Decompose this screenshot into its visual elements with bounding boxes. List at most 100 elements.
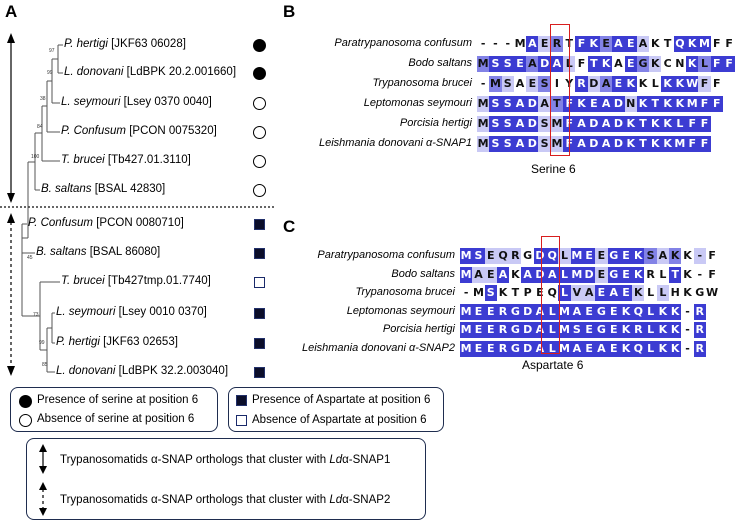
tree-leaf: P. hertigi [JKF63 02653]: [56, 336, 178, 348]
residue-cell: F: [705, 266, 719, 283]
residue-cell: S: [644, 248, 657, 264]
residue-cell: E: [484, 266, 497, 283]
residue-cell: S: [501, 116, 514, 132]
residue-cell: R: [693, 303, 706, 320]
alignment-species-label: Leptomonas seymouri: [363, 97, 472, 109]
residue-cell: F: [698, 116, 711, 132]
residue-cell: N: [673, 56, 687, 72]
residue-cell: L: [558, 285, 571, 301]
residue-cell: L: [656, 285, 670, 301]
residue-cell: M: [477, 136, 490, 152]
residue-cell: K: [649, 136, 662, 152]
serine-absent-legend-icon: [19, 414, 32, 427]
residue-cell: K: [509, 266, 522, 283]
residue-cell: T: [669, 266, 682, 283]
residue-cell: F: [698, 96, 711, 112]
residue-cell: F: [698, 76, 711, 92]
residue-cell: A: [513, 116, 527, 132]
residue-cell: A: [570, 303, 583, 320]
residue-cell: H: [669, 285, 682, 301]
residue-cell: A: [656, 248, 670, 264]
residue-cell: A: [538, 96, 551, 112]
residue-cell: R: [496, 322, 510, 338]
aspartate-present-legend-icon: [236, 395, 247, 406]
residue-cell: K: [669, 322, 682, 338]
residue-cell: A: [550, 56, 564, 72]
residue-cell: T: [661, 36, 674, 52]
serine-present-marker: [253, 67, 266, 80]
residue-cell: L: [546, 303, 559, 320]
residue-cell: K: [673, 76, 687, 92]
residue-cell: D: [521, 303, 534, 320]
residue-cell: R: [644, 266, 657, 283]
alignment-species-label: Leptomonas seymouri: [346, 304, 455, 317]
residue-cell: E: [624, 36, 637, 52]
residue-cell: G: [595, 322, 608, 338]
residue-cell: A: [526, 56, 539, 72]
residue-cell: A: [533, 303, 547, 320]
residue-cell: A: [570, 340, 583, 357]
residue-cell: S: [489, 136, 502, 152]
residue-cell: G: [636, 56, 650, 72]
alignment-species-label: Trypanosoma brucei: [355, 286, 455, 298]
residue-cell: F: [722, 36, 736, 52]
residue-cell: K: [661, 116, 674, 132]
serine-absent-legend-label: Absence of serine at position 6: [37, 413, 195, 425]
residue-cell: -: [460, 285, 473, 301]
residue-cell: F: [710, 36, 723, 52]
panel-label-b: B: [283, 2, 296, 21]
tree-leaf: L. donovani [LdBPK 20.2.001660]: [64, 66, 237, 78]
residue-cell: G: [509, 303, 522, 320]
residue-cell: E: [484, 322, 497, 338]
residue-cell: F: [686, 136, 699, 152]
residue-cell: P: [521, 285, 534, 301]
residue-cell: M: [558, 303, 571, 320]
residue-cell: E: [619, 248, 633, 264]
aspartate-present-marker: [254, 248, 265, 259]
residue-cell: M: [513, 36, 527, 52]
residue-cell: D: [587, 136, 600, 152]
aspartate-present-marker: [254, 338, 265, 349]
bootstrap-value: 100: [31, 154, 40, 160]
residue-cell: L: [644, 285, 657, 301]
residue-cell: E: [607, 340, 620, 357]
residue-cell: E: [599, 36, 613, 52]
residue-cell: M: [558, 322, 571, 338]
residue-cell: K: [686, 36, 699, 52]
residue-cell: F: [698, 136, 711, 152]
residue-cell: W: [705, 285, 719, 301]
residue-cell: K: [669, 248, 682, 264]
residue-cell: D: [538, 56, 551, 72]
residue-cell: M: [477, 56, 490, 72]
residue-cell: T: [636, 136, 650, 152]
residue-cell: E: [538, 36, 551, 52]
tree-leaf: B. saltans [BSAL 42830]: [41, 183, 166, 195]
residue-cell: F: [710, 96, 723, 112]
serine-absent-marker: [253, 155, 266, 168]
residue-cell: M: [558, 340, 571, 357]
residue-cell: -: [477, 76, 490, 92]
residue-cell: K: [656, 303, 670, 320]
residue-cell: L: [644, 303, 657, 320]
residue-cell: F: [710, 56, 723, 72]
serine-present-legend-label: Presence of serine at position 6: [37, 394, 199, 406]
residue-cell: E: [582, 340, 596, 357]
residue-cell: S: [472, 248, 485, 264]
residue-cell: F: [686, 116, 699, 132]
residue-cell: R: [693, 340, 706, 357]
serine-legend: [10, 387, 218, 432]
residue-cell: A: [575, 136, 588, 152]
serine-6-highlight: [550, 24, 570, 156]
residue-cell: E: [513, 56, 527, 72]
residue-cell: K: [636, 76, 650, 92]
residue-cell: K: [624, 76, 637, 92]
alignment-c-caption: Aspartate 6: [522, 358, 584, 372]
residue-cell: M: [570, 248, 583, 264]
residue-cell: K: [686, 56, 699, 72]
residue-cell: G: [509, 340, 522, 357]
residue-cell: E: [472, 340, 485, 357]
residue-cell: L: [673, 116, 687, 132]
residue-cell: M: [460, 266, 473, 283]
residue-cell: A: [595, 340, 608, 357]
